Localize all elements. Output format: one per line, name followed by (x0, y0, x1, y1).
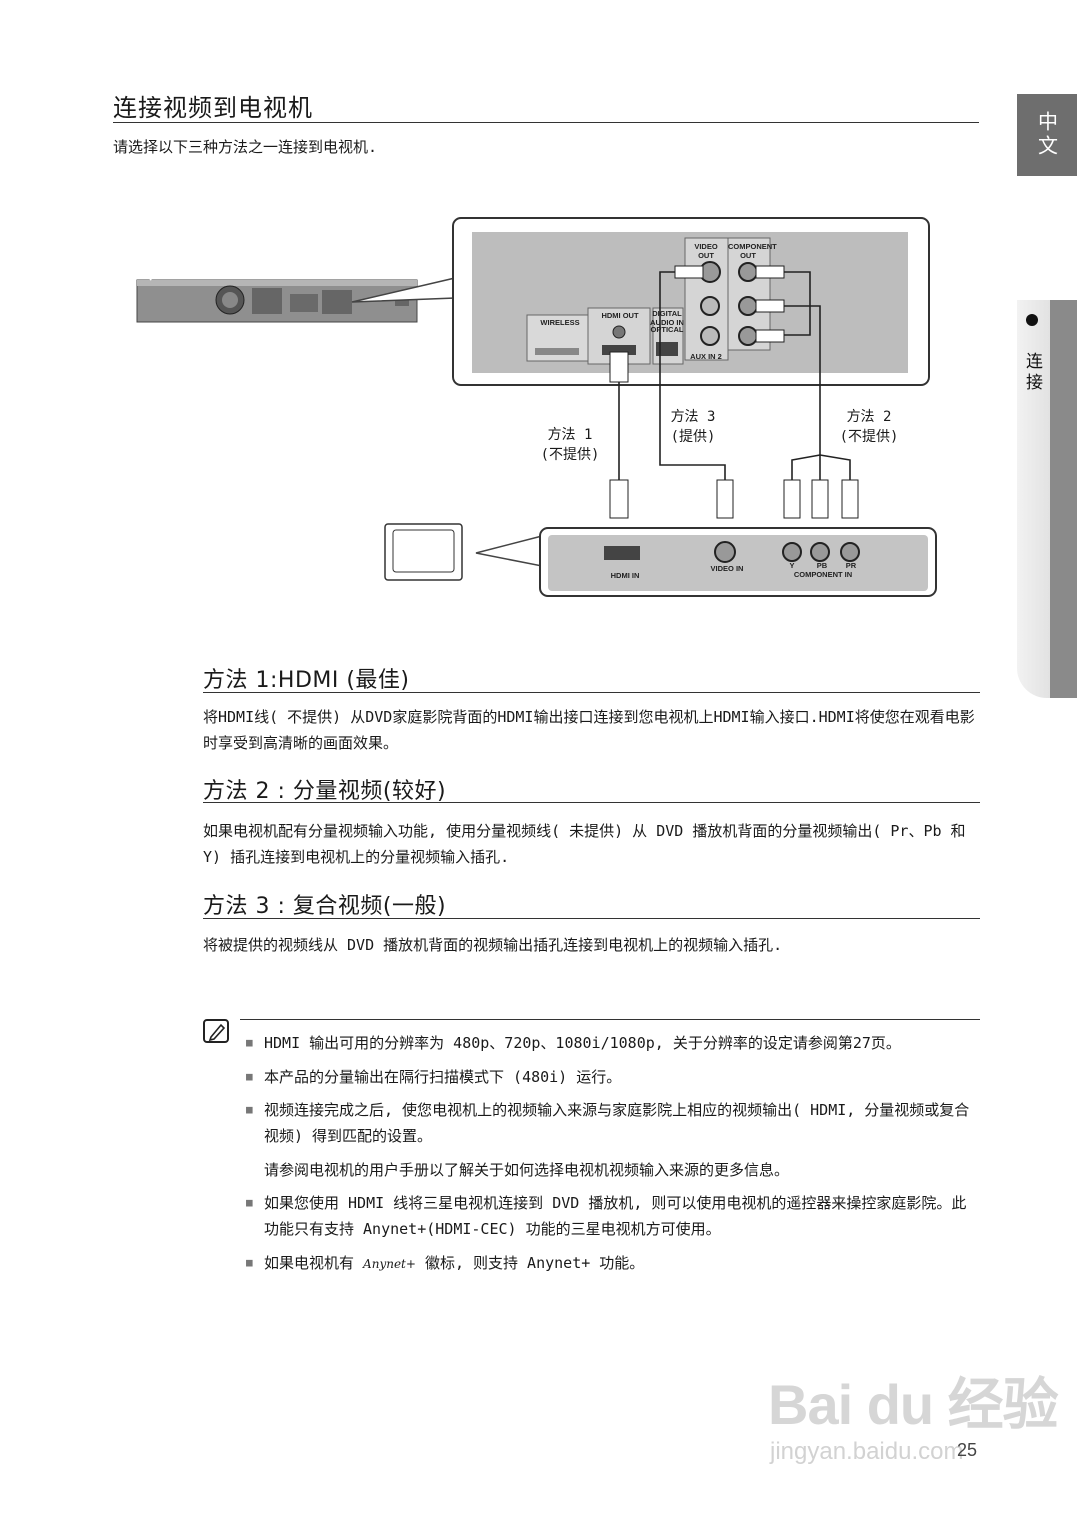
watermark-url: jingyan.baidu.com (770, 1438, 964, 1465)
bullet-icon: ■ (246, 1196, 253, 1209)
method1-note: (不提供) (540, 447, 600, 463)
note-plain-text: 请参阅电视机的用户手册以了解关于如何选择电视机视频输入来源的更多信息。 (264, 1161, 790, 1179)
method2-label: 方法 2 (不提供) (834, 407, 904, 447)
method3-body: 将被提供的视频线从 DVD 播放机背面的视频输出插孔连接到电视机上的视频输入插孔… (203, 936, 783, 954)
method3-label: 方法 3 (提供) (660, 407, 726, 447)
method2-title: 方法 2 (846, 409, 892, 425)
language-tab[interactable]: 中文 (1017, 94, 1077, 176)
title-rule (113, 122, 979, 123)
method3-note: (提供) (670, 429, 716, 445)
method3-rule (203, 918, 980, 919)
note-item: ■ 如果您使用 HDMI 线将三星电视机连接到 DVD 播放机, 则可以使用电视机… (246, 1190, 986, 1242)
pr-label: PR (845, 561, 857, 570)
method3-title: 方法 3 (670, 409, 716, 425)
wireless-label: WIRELESS (540, 318, 580, 327)
method1-label: 方法 1 (不提供) (535, 425, 605, 465)
note-rule (240, 1019, 980, 1020)
connection-diagram (136, 217, 937, 597)
tv-side-plugs (609, 479, 859, 519)
optical-label: OPTICAL (650, 325, 684, 334)
note-text: 如果电视机有 Anynet+ 徽标, 则支持 Anynet+ 功能。 (264, 1250, 976, 1277)
tv-icon (384, 523, 463, 581)
method1-title: 方法 1 (547, 427, 593, 443)
page-number: 25 (957, 1440, 978, 1460)
note-text: 本产品的分量输出在隔行扫描模式下 (480i) 运行。 (264, 1068, 622, 1086)
anynet-logo: Anynet+ (363, 1257, 416, 1271)
component-in-label: COMPONENT IN (793, 570, 853, 579)
watermark-logo: Bai du 经验 (768, 1373, 1059, 1436)
player-rear-panel (452, 217, 930, 386)
note-item: ■ 视频连接完成之后, 使您电视机上的视频输入来源与家庭影院上相应的视频输出( H… (246, 1097, 986, 1149)
y-label: Y (789, 561, 795, 570)
tv-rear-panel (539, 527, 937, 597)
video-in-label: VIDEO IN (710, 564, 744, 573)
bullet-dot-icon (1026, 314, 1038, 326)
anynet-prefix: 如果电视机有 (264, 1254, 355, 1272)
method2-body: 如果电视机配有分量视频输入功能, 使用分量视频线( 未提供) 从 DVD 播放机… (203, 822, 966, 866)
hdmi-out-label: HDMI OUT (601, 311, 639, 320)
note-item: ■ 本产品的分量输出在隔行扫描模式下 (480i) 运行。 (246, 1064, 986, 1090)
cables (618, 271, 851, 480)
page-title: 连接视频到电视机 (113, 94, 313, 122)
aux-in-label: AUX IN 2 (690, 352, 722, 361)
note-text: 如果您使用 HDMI 线将三星电视机连接到 DVD 播放机, 则可以使用电视机的… (264, 1194, 967, 1238)
bullet-icon: ■ (246, 1036, 253, 1049)
bullet-icon: ■ (246, 1070, 253, 1083)
video-out-label: VIDEO OUT (694, 242, 718, 260)
intro-text: 请选择以下三种方法之一连接到电视机. (113, 138, 378, 156)
anynet-suffix: 徽标, 则支持 Anynet+ 功能。 (424, 1254, 645, 1272)
pb-label: PB (816, 561, 828, 570)
component-out-label: COMPONENT OUT (728, 242, 777, 260)
method1-rule (203, 692, 980, 693)
digital-audio-in-label: DIGITAL AUDIO IN (650, 309, 684, 327)
method2-rule (203, 802, 980, 803)
section-tab[interactable] (1017, 300, 1077, 698)
note-item: ■ HDMI 输出可用的分辨率为 480p、720p、1080i/1080p, 关… (246, 1030, 986, 1056)
method1-heading: 方法 1:HDMI (最佳) (203, 668, 410, 693)
section-tab-label: 连接 (1022, 352, 1042, 394)
method2-heading: 方法 2 : 分量视频(较好) (203, 779, 447, 804)
note-text: HDMI 输出可用的分辨率为 480p、720p、1080i/1080p, 关于… (264, 1034, 901, 1052)
note-text: 视频连接完成之后, 使您电视机上的视频输入来源与家庭影院上相应的视频输出( HD… (264, 1101, 970, 1145)
method3-heading: 方法 3 : 复合视频(一般) (203, 894, 447, 919)
bullet-icon: ■ (246, 1256, 253, 1269)
method2-note: (不提供) (839, 429, 899, 445)
hdmi-in-label: HDMI IN (610, 571, 640, 580)
method1-body: 将HDMI线( 不提供) 从DVD家庭影院背面的HDMI输出接口连接到您电视机上… (203, 708, 975, 752)
note-item-anynet: ■ 如果电视机有 Anynet+ 徽标, 则支持 Anynet+ 功能。 (246, 1250, 986, 1277)
note-pencil-icon (203, 1019, 229, 1043)
bullet-icon: ■ (246, 1103, 253, 1116)
